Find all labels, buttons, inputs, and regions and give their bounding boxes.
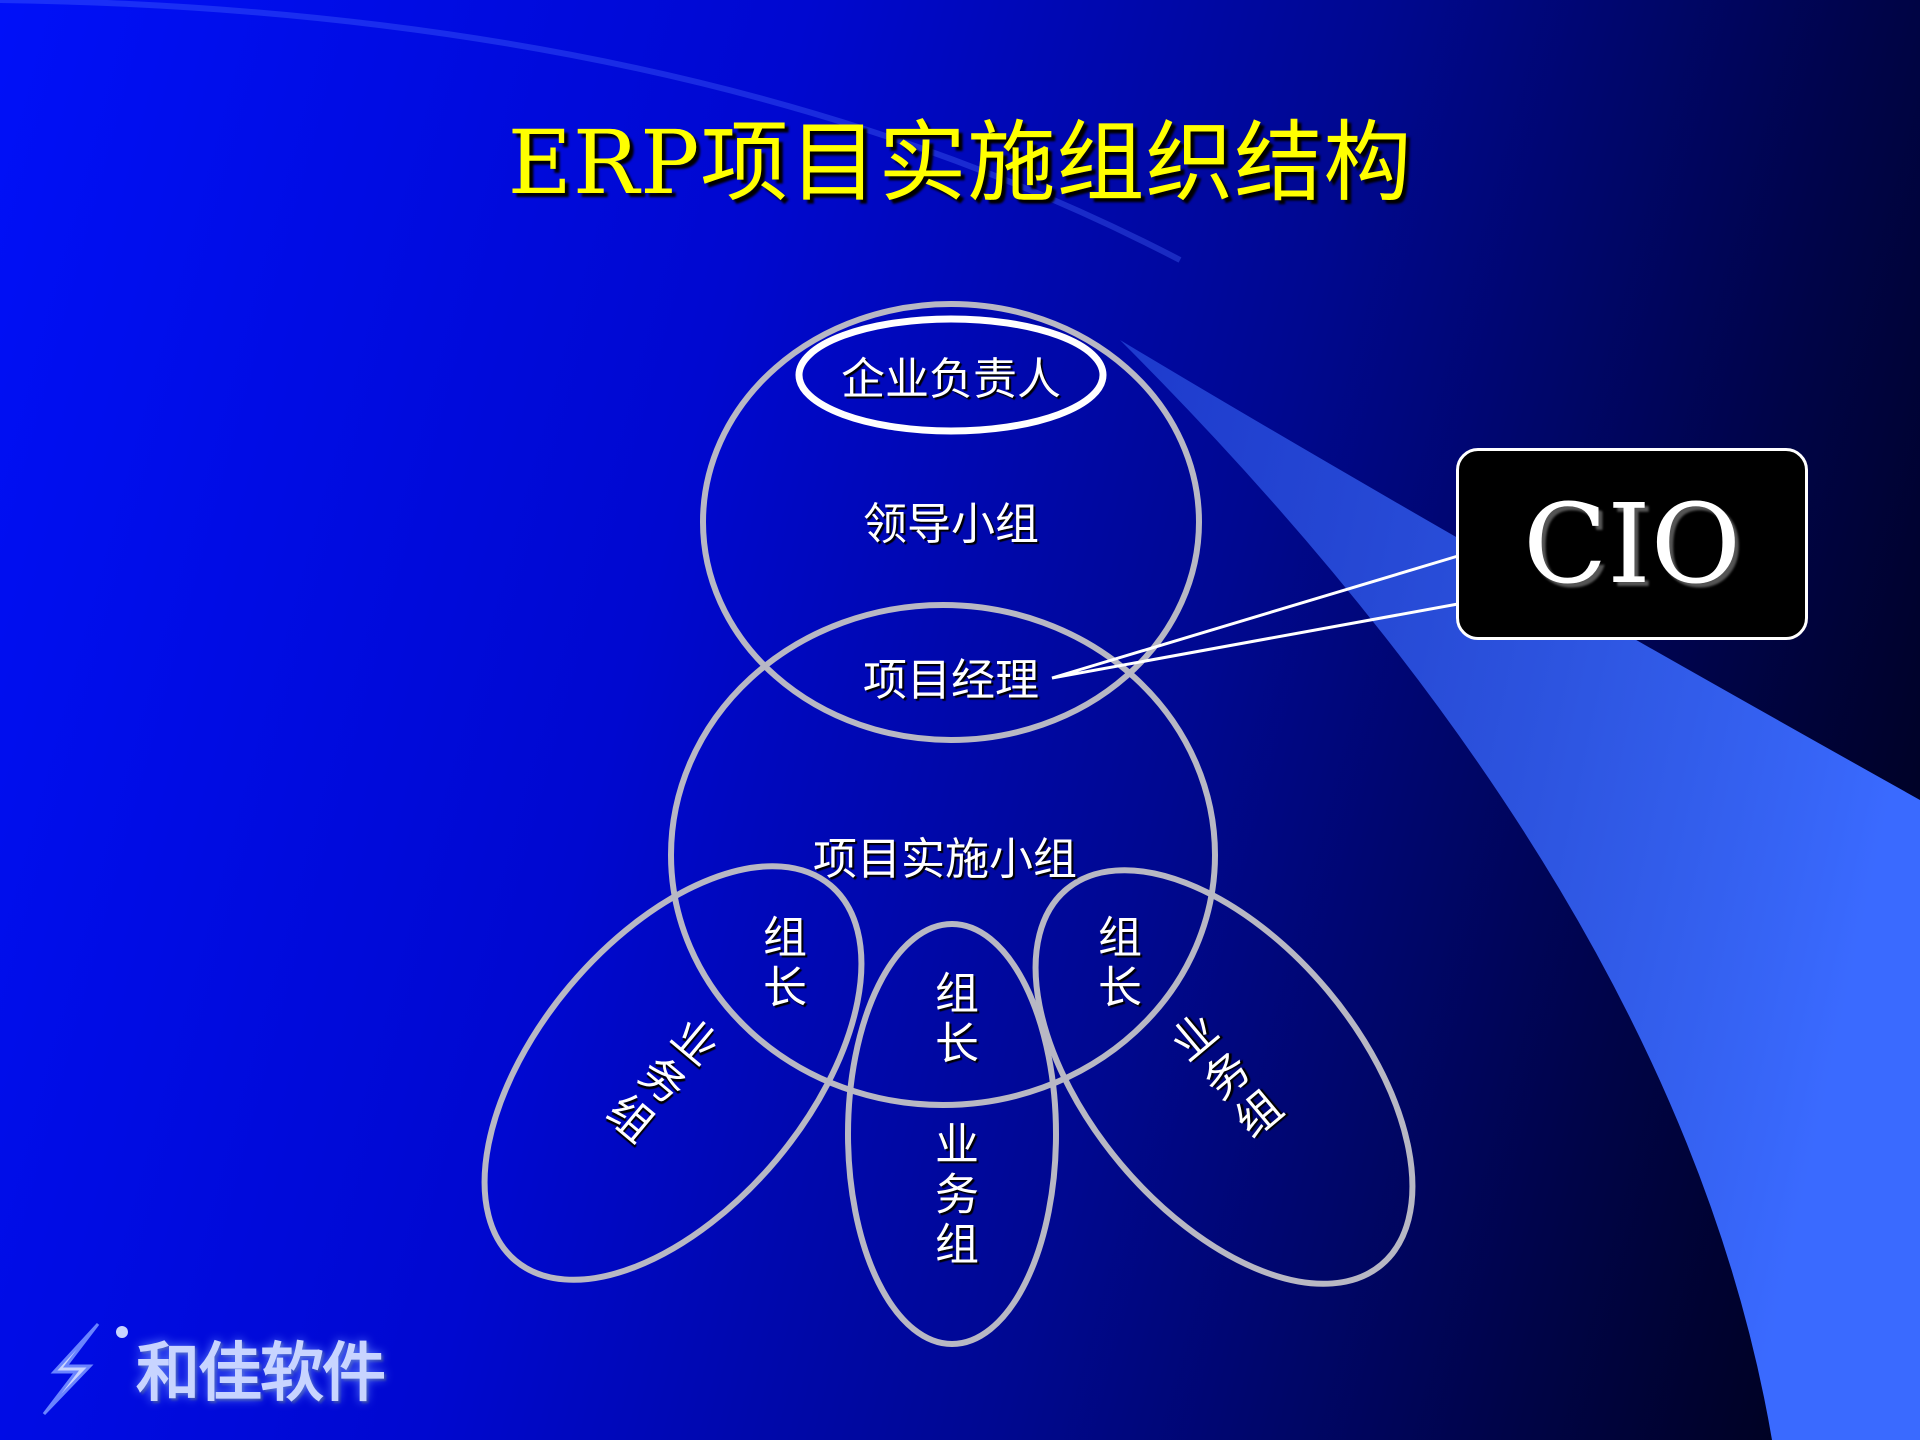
team-leader-center-label: 组长: [927, 970, 978, 1070]
business-group-center-ellipse: [845, 921, 1059, 1347]
business-group-center-label: 业务组: [927, 1121, 978, 1271]
page-title: ERP项目实施组织结构: [507, 111, 1413, 214]
leadership-ellipse: [700, 301, 1202, 743]
business-group-right-ellipse: [1032, 867, 1416, 1287]
enterprise-head-label: 企业负责人: [841, 354, 1061, 405]
implementation-ellipse: [668, 602, 1218, 1108]
enterprise-head-ellipse: [795, 315, 1107, 435]
cio-callout-pointer: [1051, 553, 1460, 680]
cio-label: CIO: [1523, 480, 1741, 608]
company-logo: 和佳软件: [26, 1318, 386, 1418]
project-manager-label: 项目经理: [863, 655, 1039, 706]
sweep-band: [1120, 340, 1920, 1440]
logo-text: 和佳软件: [136, 1337, 386, 1411]
lightning-icon: [42, 1322, 128, 1416]
team-leader-left-label: 组长: [755, 914, 806, 1014]
implementation-group-label: 项目实施小组: [813, 834, 1077, 885]
leadership-group-label: 领导小组: [863, 499, 1039, 550]
business-group-left-ellipse: [481, 863, 865, 1283]
cio-callout: CIO: [1456, 448, 1808, 640]
team-leader-right-label: 组长: [1090, 914, 1141, 1014]
